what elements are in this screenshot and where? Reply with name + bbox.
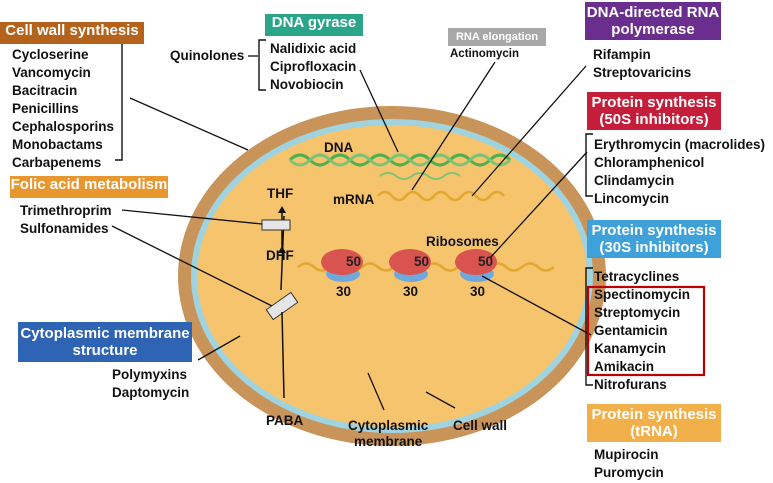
cell-wall-synthesis-title: Cell wall synthesis [0, 22, 144, 44]
drug-item: Gentamicin [594, 323, 668, 338]
drug-item: Novobiocin [270, 77, 344, 92]
drug-item: Streptomycin [594, 305, 681, 320]
drug-item: Clindamycin [594, 173, 675, 188]
dna-gyrase-drugs: Nalidixic acid Ciprofloxacin Novobiocin [270, 40, 356, 94]
highlight-frame [586, 285, 706, 377]
dna-strand [288, 153, 512, 180]
drug-item: Nalidixic acid [270, 41, 357, 56]
protein-30s-title: Protein synthesis (30S inhibitors) [587, 220, 721, 258]
cell-wall-synthesis-drugs: Cycloserine Vancomycin Bacitracin Penici… [12, 46, 114, 172]
dna-gyrase-title: DNA gyrase [265, 14, 363, 36]
thf-label: THF [267, 186, 294, 201]
mrna-label: mRNA [333, 192, 375, 207]
drug-item: Penicillins [12, 101, 79, 116]
folate-pathway [261, 206, 299, 399]
folate-block-dhf [265, 291, 299, 321]
drug-item: Chloramphenicol [594, 155, 705, 170]
cytoplasm-shape [197, 125, 587, 427]
drug-item: Tetracyclines [594, 269, 680, 284]
drug-item: Daptomycin [112, 385, 190, 400]
drug-item: Ciprofloxacin [270, 59, 357, 74]
drug-item: Lincomycin [594, 191, 670, 206]
rna-elongation-drug: Actinomycin [450, 48, 520, 60]
drug-item: Cephalosporins [12, 119, 115, 134]
cyto-membrane-drugs: Polymyxins Daptomycin [112, 366, 189, 402]
drug-item: Trimethroprim [20, 203, 112, 218]
drug-item: Streptovaricins [593, 65, 692, 80]
ribosome-2 [389, 249, 431, 282]
dhf-label: DHF [266, 248, 294, 263]
ribosome-large-2: 50 [414, 254, 430, 269]
folate-block-thf [261, 219, 291, 231]
cell-wall-label: Cell wall [453, 418, 508, 433]
paba-label: PABA [266, 413, 304, 428]
dna-rna-polymerase-title: DNA-directed RNA polymerase [585, 2, 721, 40]
folic-acid-drugs: Trimethroprim Sulfonamides [20, 202, 112, 238]
drug-item: Carbapenems [12, 155, 102, 170]
cyto-membrane-title: Cytoplasmic membrane structure [18, 322, 192, 362]
ribosomes-label: Ribosomes [426, 234, 499, 249]
drug-item: Spectinomycin [594, 287, 691, 302]
protein-50s-title: Protein synthesis (50S inhibitors) [587, 92, 721, 130]
drug-item: Mupirocin [594, 447, 659, 462]
cyto-membrane-label: Cytoplasmic membrane [348, 418, 429, 449]
drug-item: Nitrofurans [594, 377, 667, 392]
ribosome-large-1: 50 [346, 254, 362, 269]
pointer-lines [111, 55, 592, 411]
rna-elongation-title: RNA elongation [448, 28, 546, 46]
drug-item: Amikacin [594, 359, 655, 374]
drug-item: Cycloserine [12, 47, 89, 62]
ribosome-small-3: 30 [470, 284, 486, 299]
dna-label: DNA [324, 140, 354, 155]
dna-rna-polymerase-drugs: Rifampin Streptovaricins [593, 46, 691, 82]
ribosome-small-2: 30 [403, 284, 419, 299]
drug-item: Polymyxins [112, 367, 188, 382]
folic-acid-title: Folic acid metabolism [10, 176, 168, 198]
drug-item: Rifampin [593, 47, 651, 62]
drug-item: Vancomycin [12, 65, 91, 80]
drug-item: Monobactams [12, 137, 103, 152]
protein-50s-drugs: Erythromycin (macrolides) Chloramphenico… [594, 136, 765, 208]
drug-item: Puromycin [594, 465, 664, 480]
drug-item: Bacitracin [12, 83, 78, 98]
protein-trna-title: Protein synthesis (tRNA) [587, 404, 721, 442]
ribosome-1 [321, 249, 363, 282]
protein-trna-drugs: Mupirocin Puromycin [594, 446, 664, 482]
drug-item: Erythromycin (macrolides) [594, 137, 766, 152]
ribosome-small-1: 30 [336, 284, 352, 299]
ribosome-large-3: 50 [478, 254, 494, 269]
drug-item: Sulfonamides [20, 221, 109, 236]
protein-30s-drugs: Tetracyclines Spectinomycin Streptomycin… [594, 268, 690, 394]
quinolones-label: Quinolones [170, 48, 245, 63]
drug-item: Kanamycin [594, 341, 667, 356]
